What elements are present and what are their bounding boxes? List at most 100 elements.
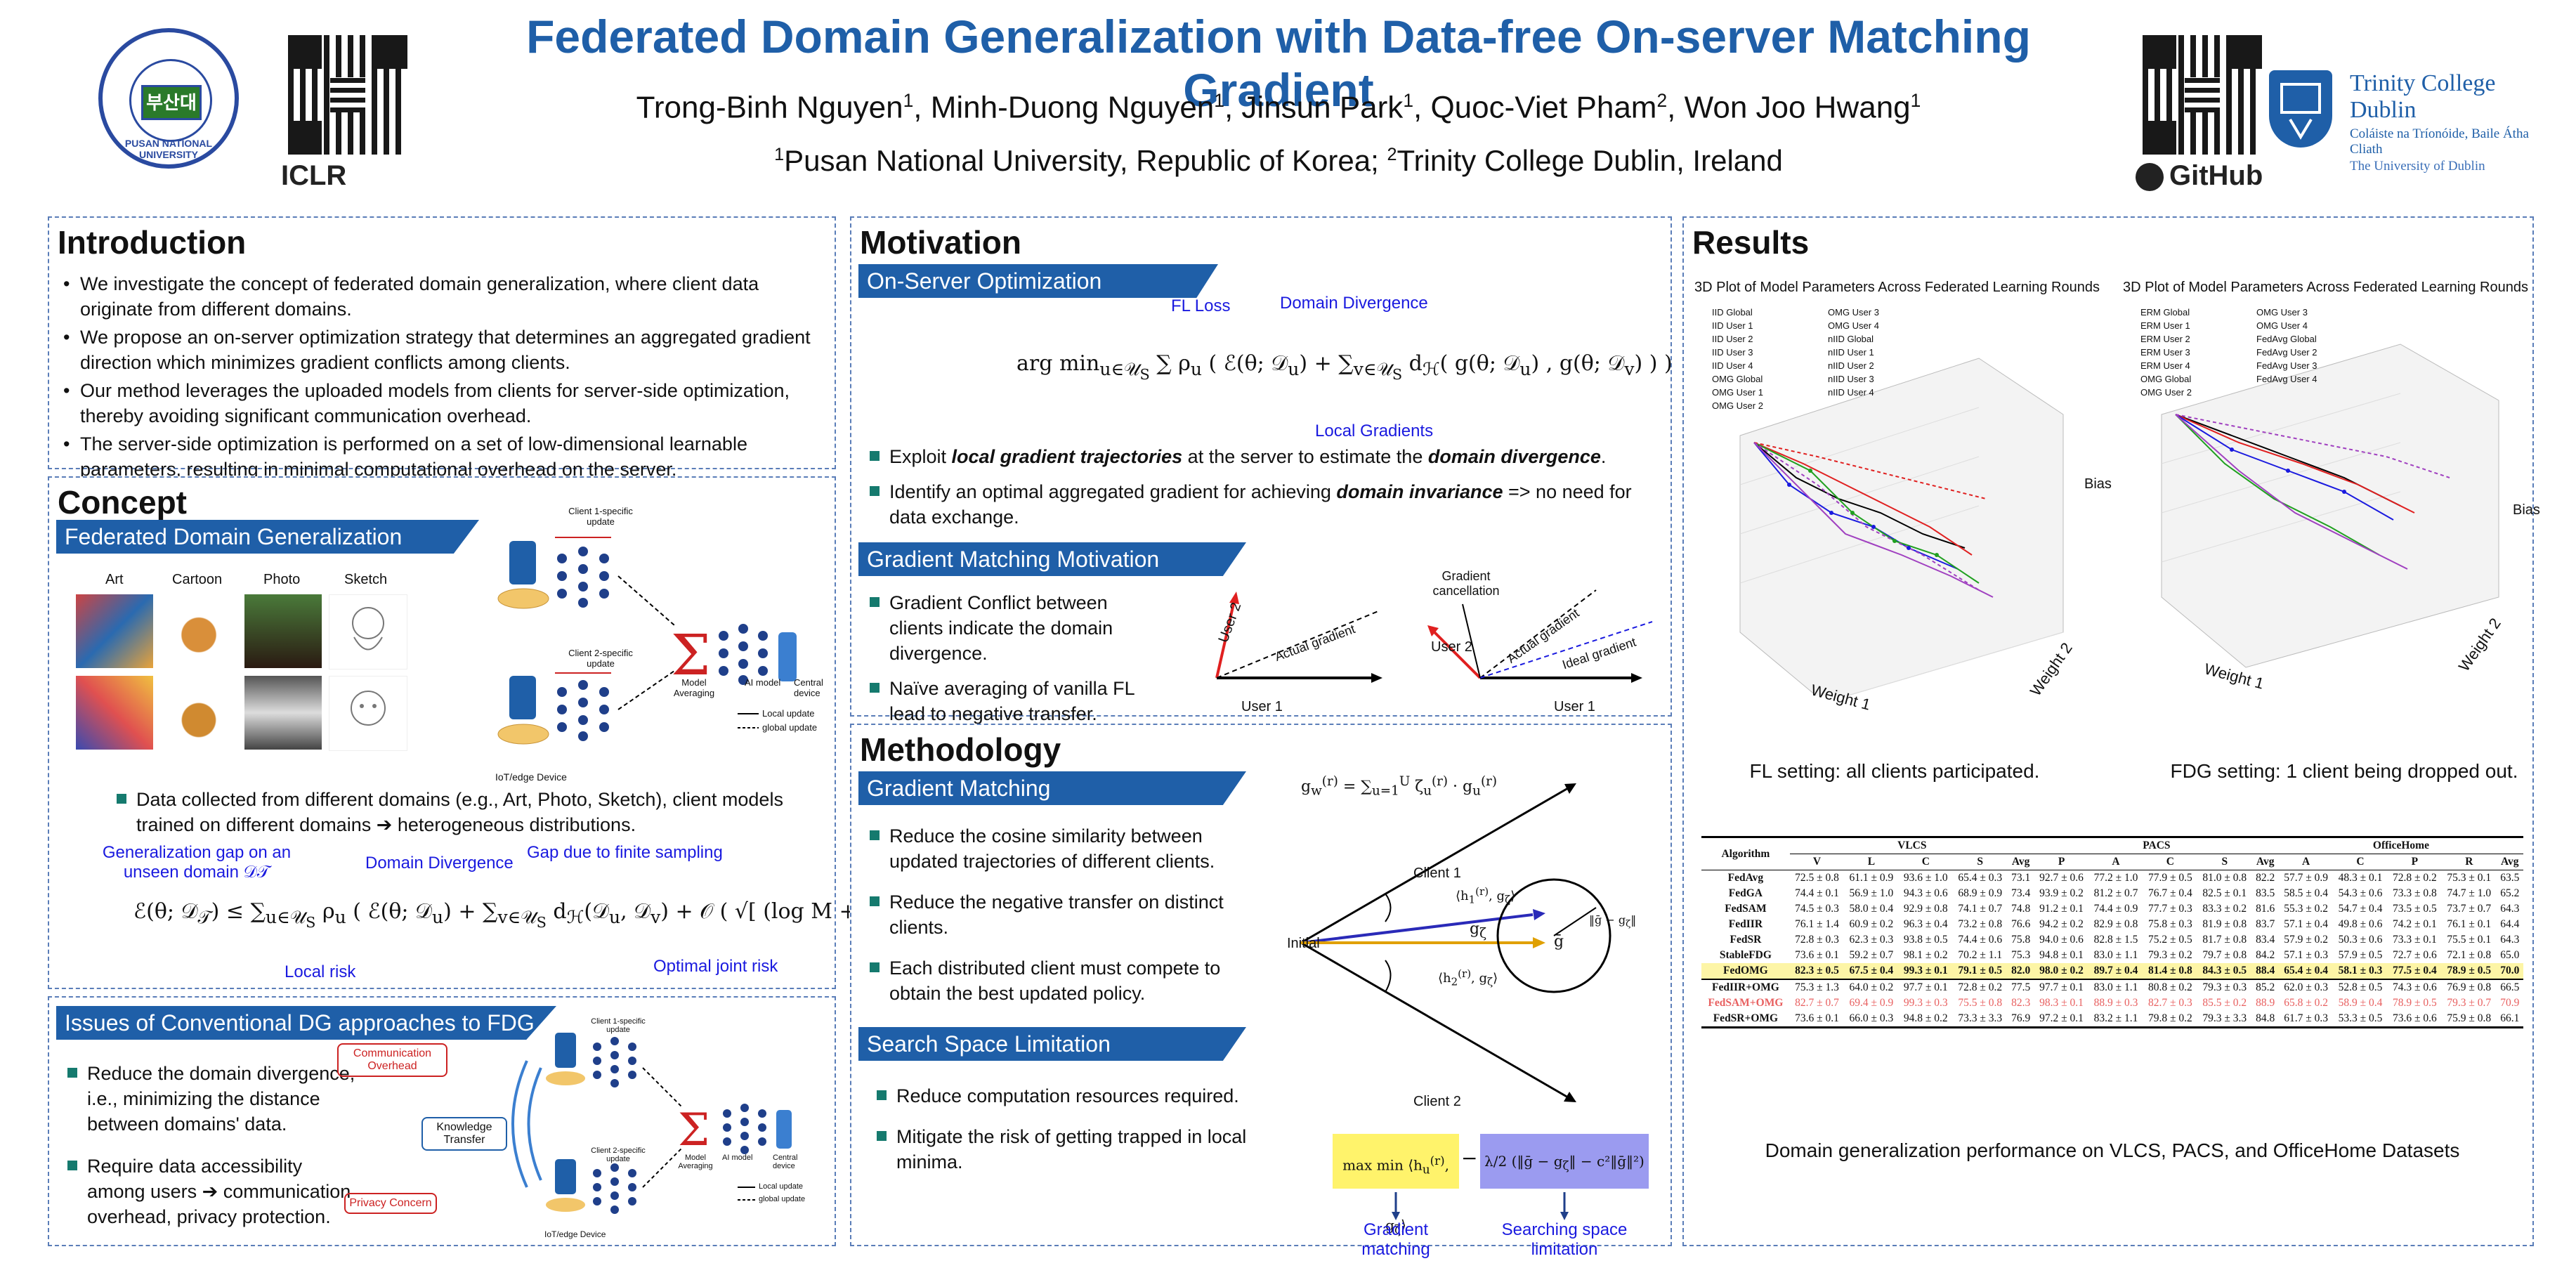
global-gradient-equation: gw(r) = ∑u=1U ζu(r) · gu(r) [1301,774,1497,799]
privacy-concern-box: Privacy Concern [344,1193,437,1214]
fdg-banner: Federated Domain Generalization [56,520,479,554]
initial-label: Initial [1287,936,1320,951]
table-cell: 76.9 ± 0.8 [2447,981,2492,993]
methodology-panel: Methodology Gradient Matching Reduce the… [850,724,1672,1259]
table-cell: 99.3 ± 0.1 [1903,965,1948,976]
column-header: VLCS [1897,839,1927,851]
table-cell: 88.4 [2256,965,2275,976]
regularizer-term: λ/2 (‖ḡ − gζ‖ − c²‖ḡ‖²) [1480,1134,1649,1189]
table-cell: 72.8 ± 0.2 [2393,872,2437,884]
angle-h2-label: ⟨h2(r), gζ⟩ [1438,967,1498,988]
table-cell: 73.3 ± 0.1 [2393,934,2437,946]
github-logo[interactable]: GitHub [2136,160,2263,192]
table-cell: 72.8 ± 0.2 [1958,981,2003,993]
table-cell: 93.8 ± 0.5 [1903,934,1948,946]
fdg-diagram: Σ [497,537,797,745]
table-cell: 94.3 ± 0.6 [1903,887,1948,899]
table-cell: 81.9 ± 0.8 [2202,918,2247,930]
table-cell: 77.5 ± 0.4 [2393,965,2437,976]
introduction-panel: Introduction We investigate the concept … [48,216,836,480]
results-panel: Results 3D Plot of Model Parameters Acro… [1682,216,2540,1246]
client2-label: Client 2-specific update [568,648,633,669]
column-header: Avg [2256,856,2275,868]
model-averaging-label: Model Averaging [673,677,715,698]
term-arrows [1392,1192,1569,1220]
plot-title: 3D Plot of Model Parameters Across Feder… [1694,280,2100,295]
table-cell: 88.9 [2256,997,2275,1009]
table-cell: FedSAM+OMG [1708,997,1784,1009]
gm-motivation-banner: Gradient Matching Motivation [858,542,1246,576]
list-item: We investigate the concept of federated … [56,271,820,322]
table-cell: 57.1 ± 0.3 [2284,949,2328,961]
column-header: S [1977,856,1984,868]
table-cell: 84.3 ± 0.5 [2202,965,2247,976]
author: Trong-Binh Nguyen [636,90,903,125]
table-cell: 64.3 [2500,934,2520,946]
gradient-matching-diagram [1300,783,1611,1102]
on-server-objective-equation: arg minu∈𝒰S ∑ ρu ( ℰ(θ; 𝒟u) + ∑v∈𝒰S dℋ( … [1016,351,1673,383]
column-header: P [2058,856,2065,868]
table-cell: 83.2 ± 1.1 [2093,1012,2138,1024]
tcd-logo-text: Trinity College Dublin Coláiste na Tríon… [2350,70,2529,174]
table-cell: 73.1 [2011,872,2031,884]
iot-device-label: IoT/edge Device [544,1229,606,1239]
table-cell: 82.3 [2011,997,2031,1009]
table-cell: 62.0 ± 0.3 [2284,981,2328,993]
table-cell: 82.3 ± 0.5 [1795,965,1839,976]
table-cell: 82.5 ± 0.1 [2202,887,2247,899]
table-cell: 73.4 [2011,887,2031,899]
table-cell: 74.4 ± 0.9 [2093,903,2138,915]
column-header: C [1921,856,1930,868]
author: Won Joo Hwang [1684,90,1911,125]
column-header: C [2166,856,2174,868]
client1-label: Client 1-specific update [591,1017,646,1034]
column-header: R [2465,856,2473,868]
table-cell: 61.1 ± 0.9 [1849,872,1894,884]
list-item: Identify an optimal aggregated gradient … [865,479,1645,530]
table-cell: 81.4 ± 0.8 [2147,965,2192,976]
list-item: Naïve averaging of vanilla FL lead to ne… [865,676,1160,726]
qr-code-paper[interactable] [288,35,407,155]
table-cell: 66.5 [2500,981,2520,993]
column-header: PACS [2143,839,2171,851]
table-caption: Domain generalization performance on VLC… [1765,1139,2460,1161]
table-cell: 94.8 ± 0.2 [1903,1012,1948,1024]
table-cell: 76.1 ± 1.4 [1795,918,1839,930]
table-cell: 75.8 ± 0.3 [2147,918,2192,930]
table-cell: 72.8 ± 0.3 [1795,934,1839,946]
iclr-logo: ICLR [281,160,347,191]
table-cell: 73.6 ± 0.1 [1795,1012,1839,1024]
table-cell: 69.4 ± 0.9 [1849,997,1894,1009]
table-cell: 81.0 ± 0.8 [2202,872,2247,884]
table-cell: 68.9 ± 0.9 [1958,887,2003,899]
qr-code-github[interactable] [2143,35,2262,155]
pnu-logo-mark: 부산대 [141,85,202,120]
table-cell: 97.7 ± 0.1 [2039,981,2084,993]
table-cell: 65.2 [2500,887,2520,899]
max-min-term: max min ⟨hu(r), gζ⟩ [1333,1134,1459,1236]
table-cell: 77.7 ± 0.3 [2147,903,2192,915]
table-cell: 49.8 ± 0.6 [2338,918,2383,930]
section-title: Methodology [860,731,1061,768]
table-cell: 83.3 ± 0.2 [2202,903,2247,915]
finite-sampling-label: Gap due to finite sampling [527,843,723,862]
pnu-logo-ring [129,59,212,142]
table-cell: 83.7 [2256,918,2275,930]
art-image [76,594,153,668]
table-cell: 74.4 ± 0.6 [1958,934,2003,946]
gen-gap-label: Generalization gap on an unseen domain 𝒟… [102,843,292,882]
norm-label: ‖ḡ − gζ‖ [1589,913,1637,930]
list-item: The server-side optimization is performe… [56,431,820,482]
svg-text:Σ: Σ [678,1104,710,1156]
table-cell: 65.8 ± 0.2 [2284,997,2328,1009]
pnu-logo: 부산대 PUSAN NATIONAL UNIVERSITY [98,28,239,169]
svg-text:Σ: Σ [671,622,711,688]
comm-overhead-box: Communication Overhead [337,1043,447,1077]
